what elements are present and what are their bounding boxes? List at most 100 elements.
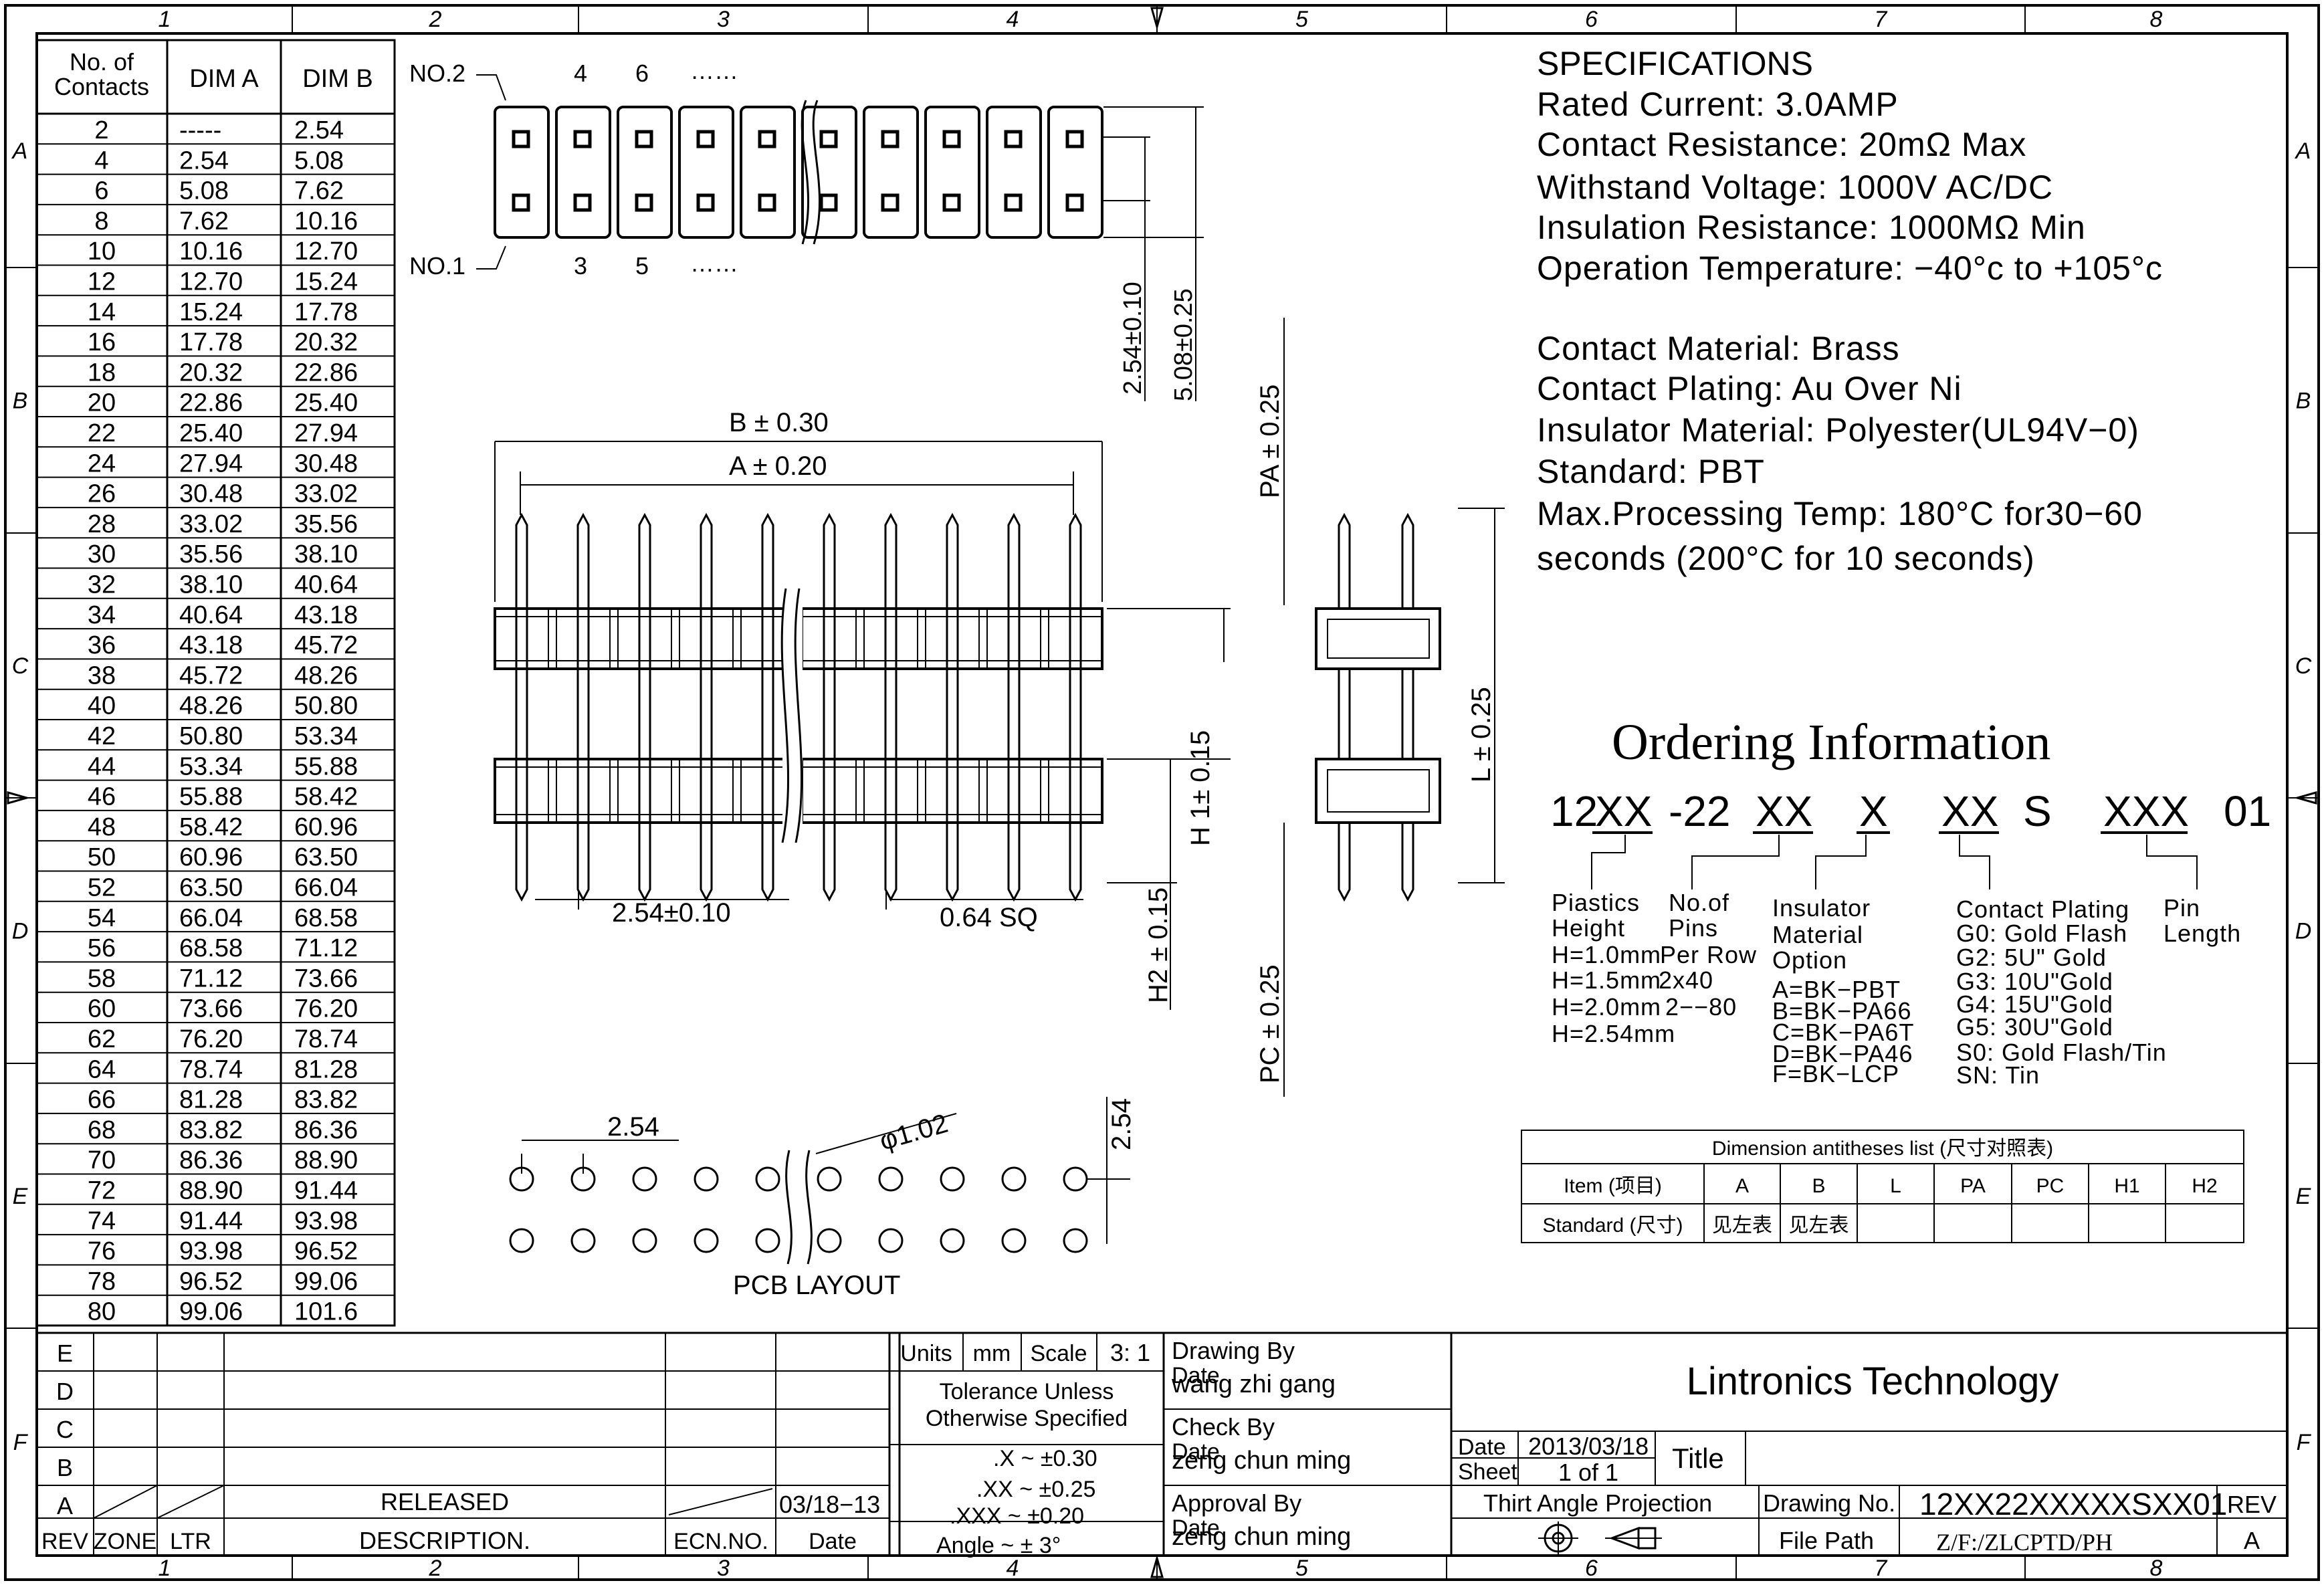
dim-b-cell: 22.86	[294, 358, 358, 387]
ordering-plastics-line: Piastics	[1552, 889, 1640, 916]
rev-letter: D	[56, 1378, 74, 1405]
dim-a-cell: 33.02	[179, 510, 243, 538]
ordering-title: Ordering Information	[1612, 714, 2050, 770]
approval-by-label: Approval By	[1172, 1489, 1301, 1517]
ordering-plating-line: SN: Tin	[1956, 1061, 2040, 1089]
contacts-cell: 72	[88, 1177, 116, 1205]
contacts-cell: 36	[88, 631, 116, 659]
contacts-cell: 74	[88, 1207, 116, 1235]
pin-sq-label: 0.64 SQ	[940, 903, 1038, 932]
dim-list-cell: 见左表	[1712, 1214, 1772, 1237]
contacts-cell: 80	[88, 1298, 116, 1326]
dim-a-cell: 53.34	[179, 752, 243, 780]
code-part: XX	[1756, 787, 1812, 835]
spec-line: Contact Plating: Au Over Ni	[1537, 370, 1962, 407]
dim-a-cell: -----	[179, 116, 221, 144]
top-block	[924, 106, 980, 239]
tolerance-line2: Otherwise Specified	[926, 1406, 1128, 1431]
rev-label: REV	[2227, 1491, 2277, 1518]
header-dim-b: DIM B	[302, 65, 373, 93]
contacts-cell: 42	[88, 722, 116, 750]
ordering-pin_length-line: Length	[2163, 920, 2241, 947]
drawing-by-label: Drawing By	[1172, 1337, 1295, 1364]
contacts-cell: 70	[88, 1146, 116, 1174]
outer-border	[4, 4, 2320, 1581]
contacts-cell: 8	[94, 207, 108, 235]
pa-label: PA ± 0.25	[1255, 385, 1285, 498]
dim-b-cell: 5.08	[294, 146, 344, 175]
bottom-num-5: 5	[635, 252, 649, 280]
top-block	[740, 106, 796, 239]
col-label-bottom: 2	[429, 1556, 442, 1581]
ordering-plastics-line: H=2.54mm	[1552, 1020, 1675, 1047]
h2-label: H2 ± 0.15	[1144, 887, 1173, 1003]
dim-list-cell: Standard (尺寸)	[1542, 1214, 1683, 1237]
dim-list-header: L	[1890, 1175, 1901, 1197]
tolerance-x: .X ~ ±0.30	[993, 1446, 1097, 1471]
pcb-hole	[632, 1166, 657, 1192]
drawing-by-name: wang zhi gang	[1171, 1370, 1336, 1398]
col-label-top: 6	[1585, 7, 1598, 32]
dim-b-cell: 86.36	[294, 1116, 358, 1144]
dim-b-cell: 63.50	[294, 843, 358, 871]
dim-b-cell: 73.66	[294, 964, 358, 992]
hdr-zone: ZONE	[94, 1529, 156, 1554]
row-label-left: A	[11, 138, 28, 164]
top-block	[986, 106, 1042, 239]
dim-b-label: B ± 0.30	[729, 408, 829, 437]
sheet-label: Sheet	[1458, 1459, 1517, 1485]
dim-a-cell: 76.20	[179, 1025, 243, 1053]
ordering-insulator-line: Insulator	[1772, 894, 1871, 922]
contacts-cell: 22	[88, 419, 116, 447]
ordering-pins-line: 2x40	[1659, 966, 1713, 994]
rev-letter: E	[57, 1340, 73, 1367]
company-name: Lintronics Technology	[1687, 1360, 2059, 1403]
specs-title: SPECIFICATIONS	[1537, 45, 1813, 82]
dim-a-cell: 93.98	[179, 1237, 243, 1265]
units-label: Units	[900, 1341, 952, 1366]
col-label-bottom: 7	[1875, 1556, 1888, 1581]
top-num-6: 6	[635, 60, 649, 87]
dim-a-cell: 91.44	[179, 1207, 243, 1235]
approval-by-name: zeng chun ming	[1172, 1523, 1351, 1551]
col-label-top: 1	[159, 7, 171, 32]
dim-a-cell: 66.04	[179, 904, 243, 932]
dim-a-cell: 22.86	[179, 389, 243, 417]
col-label-bottom: 8	[2150, 1556, 2163, 1581]
code-part: XXX	[2103, 787, 2189, 835]
header-contacts-line1: No. of	[70, 48, 134, 76]
row-label-left: D	[12, 919, 29, 944]
col-label-bottom: 5	[1295, 1556, 1308, 1581]
row-label-right: F	[2297, 1430, 2312, 1455]
tolerance-xx: .XX ~ ±0.25	[976, 1477, 1095, 1502]
dim-a-cell: 73.66	[179, 995, 243, 1023]
pcb-layout-label: PCB LAYOUT	[733, 1271, 900, 1300]
code-part: S	[2023, 787, 2052, 835]
file-path-value: Z/F:/ZLCPTD/PH	[1936, 1529, 2113, 1556]
contacts-cell: 40	[88, 692, 116, 720]
dim-b-cell: 68.58	[294, 904, 358, 932]
spec-line: Insulation Resistance: 1000MΩ Min	[1537, 209, 2086, 246]
pin	[1007, 512, 1021, 902]
dim-a-cell: 96.52	[179, 1267, 243, 1295]
col-label-top: 5	[1295, 7, 1308, 32]
no1-label: NO.1	[409, 252, 465, 280]
header-dim-a: DIM A	[189, 65, 259, 93]
dim-b-cell: 91.44	[294, 1177, 358, 1205]
title-label: Title	[1672, 1443, 1724, 1474]
drawing-date-label: Date	[1172, 1363, 1220, 1388]
contacts-cell: 12	[88, 268, 116, 296]
contacts-cell: 46	[88, 783, 116, 811]
dim-list-header: PC	[2036, 1175, 2065, 1197]
dim-b-cell: 17.78	[294, 298, 358, 326]
sheet-value: 1 of 1	[1558, 1459, 1618, 1486]
top-ellipsis: ……	[690, 57, 738, 84]
dim-b-cell: 99.06	[294, 1267, 358, 1295]
ordering-insulator-line: D=BK−PA46	[1772, 1040, 1913, 1067]
code-part: 01	[2224, 787, 2271, 835]
dim-b-cell: 93.98	[294, 1207, 358, 1235]
check-date-label: Date	[1172, 1439, 1220, 1465]
pcb-hole	[694, 1166, 719, 1192]
hdr-rev: REV	[41, 1529, 88, 1554]
